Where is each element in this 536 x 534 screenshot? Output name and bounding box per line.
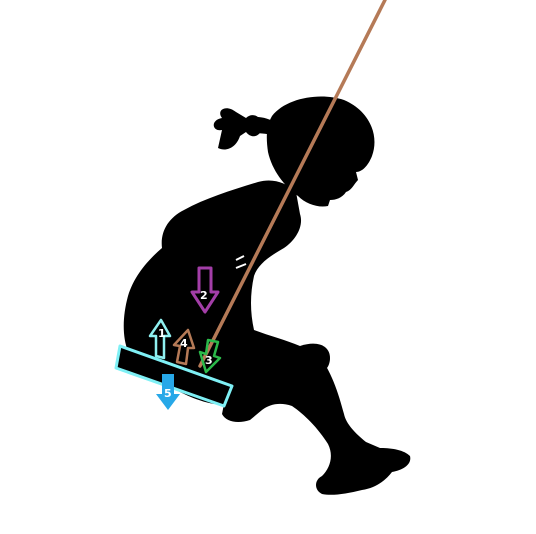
arrow-3: 3 (198, 338, 222, 374)
arrow-1: 1 (148, 318, 172, 360)
child-silhouette (123, 96, 411, 495)
body (123, 180, 411, 495)
outline-arrow-down-icon (198, 338, 222, 374)
outline-arrow-down-icon (190, 266, 220, 314)
swing-rope (198, 0, 387, 368)
arrow-5-label: 5 (164, 387, 172, 400)
outline-arrow-up-icon (148, 318, 172, 360)
arrow-2: 2 (190, 266, 220, 314)
filled-arrow-down-icon (156, 374, 180, 410)
arrow-1-label: 1 (158, 327, 166, 340)
arrow-4-label: 4 (180, 337, 188, 350)
arrow-5: 5 (156, 374, 180, 410)
arrow-3-label: 3 (205, 354, 213, 367)
outline-arrow-up-icon (172, 328, 196, 366)
leg (300, 343, 330, 374)
hand-grip-marks (235, 255, 247, 269)
arrow-4: 4 (172, 328, 196, 366)
arrow-2-label: 2 (200, 289, 208, 302)
